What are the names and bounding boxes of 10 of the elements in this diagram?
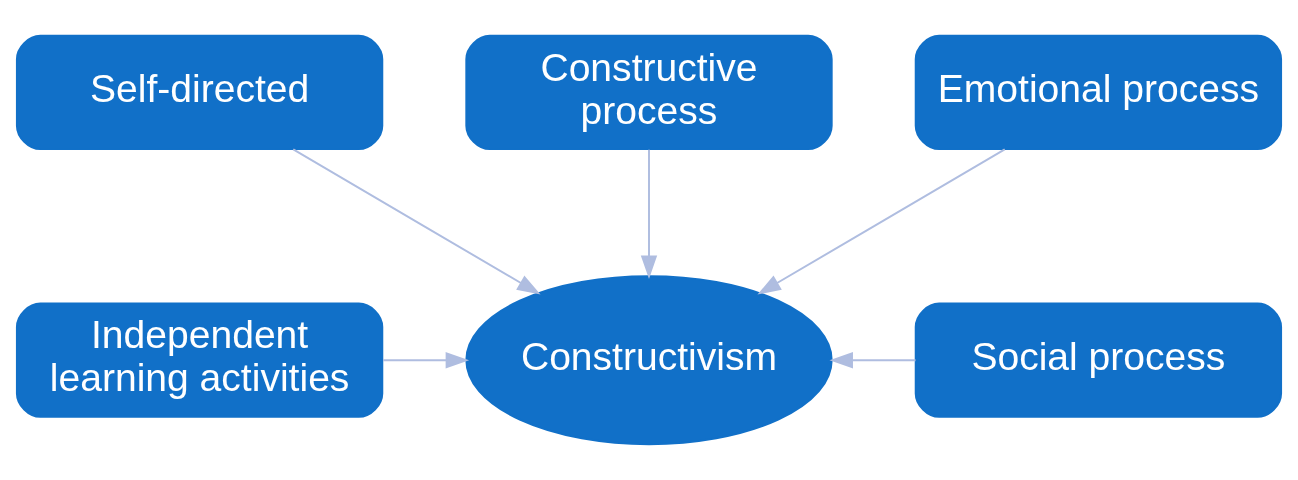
node-box: Emotional process	[914, 34, 1283, 151]
arrow	[757, 148, 1006, 295]
arrow	[640, 148, 658, 279]
arrow	[829, 351, 917, 369]
node-box: Constructive process	[465, 34, 833, 151]
arrow	[382, 351, 470, 369]
node-box: Social process	[914, 302, 1283, 418]
node-box: Self-directed	[15, 34, 384, 151]
arrow	[292, 148, 541, 295]
node-box: Independent learning activities	[15, 302, 384, 418]
